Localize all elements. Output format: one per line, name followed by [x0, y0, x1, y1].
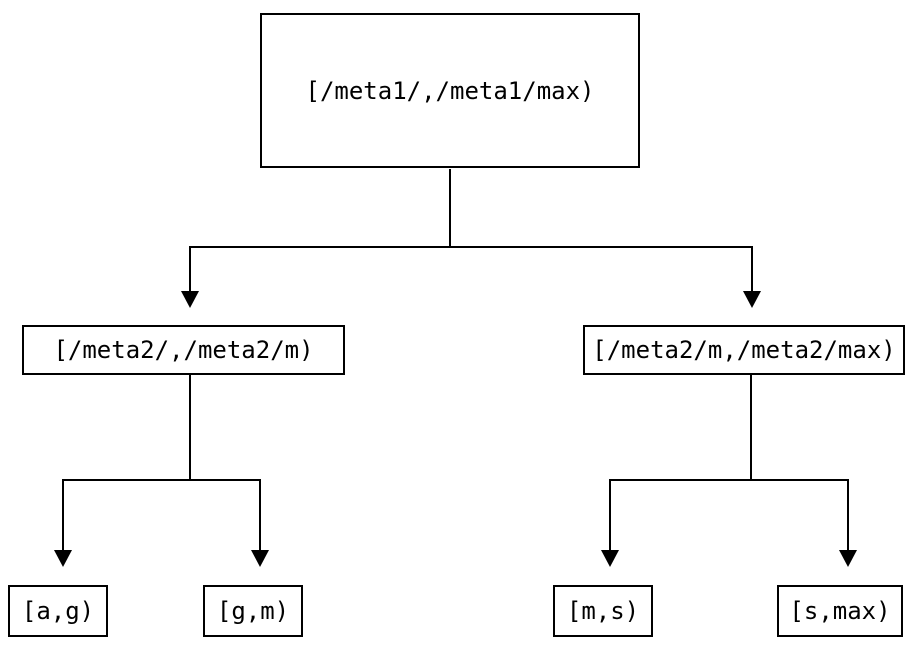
- node-meta2-lower-range: [/meta2/,/meta2/m): [22, 325, 345, 375]
- node-meta2-lower-range-label: [/meta2/,/meta2/m): [53, 336, 314, 364]
- node-leaf-gm: [g,m): [203, 585, 303, 637]
- arrowhead-right-child: [743, 291, 761, 308]
- edge-right-to-leaf-smax: [751, 479, 849, 551]
- node-leaf-gm-label: [g,m): [216, 597, 290, 625]
- node-meta1-range-label: [/meta1/,/meta1/max): [305, 76, 595, 105]
- edge-left-to-leaf-gm: [190, 479, 261, 551]
- node-meta1-range: [/meta1/,/meta1/max): [260, 13, 640, 168]
- node-leaf-smax-label: [s,max): [789, 597, 891, 625]
- arrowhead-leaf-ms: [601, 550, 619, 567]
- node-leaf-ag-label: [a,g): [21, 597, 95, 625]
- edge-root-to-left-child: [189, 169, 451, 292]
- arrowhead-left-child: [181, 291, 199, 308]
- node-leaf-smax: [s,max): [777, 585, 903, 637]
- node-leaf-ms-label: [m,s): [566, 597, 640, 625]
- node-meta2-upper-range: [/meta2/m,/meta2/max): [583, 325, 905, 375]
- edge-left-to-leaf-ag: [62, 375, 191, 551]
- node-meta2-upper-range-label: [/meta2/m,/meta2/max): [592, 336, 896, 364]
- arrowhead-leaf-gm: [251, 550, 269, 567]
- edge-right-to-leaf-ms: [609, 375, 752, 551]
- node-leaf-ag: [a,g): [8, 585, 108, 637]
- edge-root-to-right-child: [450, 246, 753, 292]
- arrowhead-leaf-smax: [839, 550, 857, 567]
- arrowhead-leaf-ag: [54, 550, 72, 567]
- node-leaf-ms: [m,s): [553, 585, 653, 637]
